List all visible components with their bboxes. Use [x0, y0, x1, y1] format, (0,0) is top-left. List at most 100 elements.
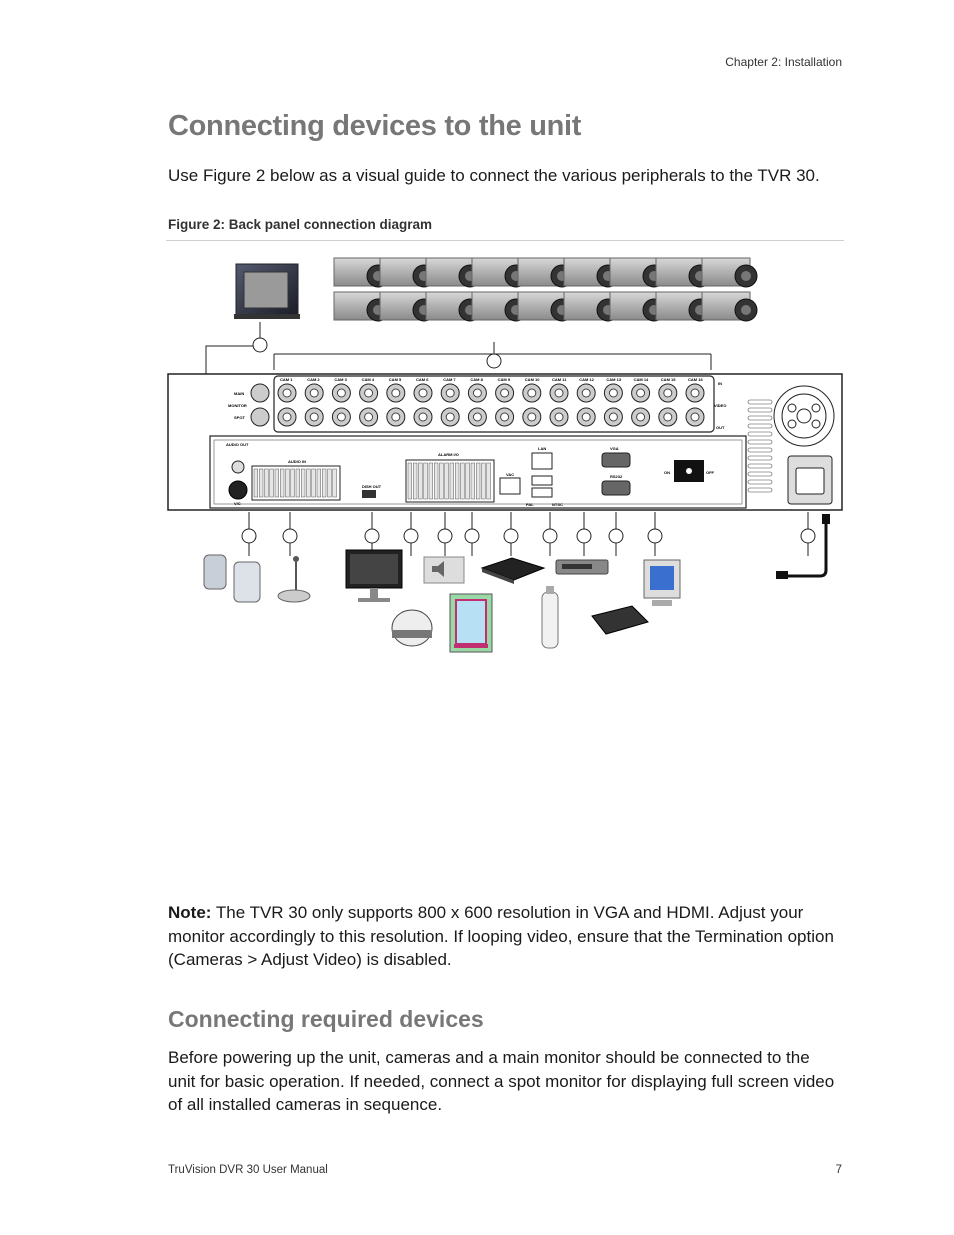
bnc-out-core: [391, 412, 401, 422]
bnc-in-core: [391, 388, 401, 398]
callout-circle: [241, 528, 257, 544]
terminal-pin: [439, 462, 444, 500]
cam-label: CAM 9: [498, 377, 511, 382]
callout-circle: [364, 528, 380, 544]
bnc-in-core: [527, 388, 537, 398]
camera-icon: [425, 291, 482, 322]
note-label: Note:: [168, 903, 212, 922]
cam-label: CAM 3: [334, 377, 347, 382]
label-off: OFF: [706, 470, 715, 475]
vga-monitor-icon: [643, 559, 681, 606]
terminal-pin: [301, 468, 306, 498]
label-monitor: MONITOR: [228, 403, 247, 408]
cam-label: CAM 7: [443, 377, 456, 382]
terminal-pin: [280, 468, 285, 498]
bnc-in-core: [554, 388, 564, 398]
terminal-pin: [259, 468, 264, 498]
vent-slot: [747, 415, 773, 421]
label-main: MAIN: [234, 391, 244, 396]
cam-label: CAM 12: [579, 377, 594, 382]
bnc-in-core: [608, 388, 618, 398]
hdmi-monitor-icon: [345, 549, 403, 602]
cam-label: CAM 10: [525, 377, 540, 382]
bnc-in-core: [636, 388, 646, 398]
vc-jack: [228, 480, 248, 500]
callout-circle: [800, 528, 816, 544]
bnc-main: [250, 383, 270, 403]
terminal-pin: [285, 468, 290, 498]
bnc-in-core: [581, 388, 591, 398]
cam-label: CAM 11: [552, 377, 567, 382]
vent-slot: [747, 471, 773, 477]
bnc-connectors: [250, 383, 705, 427]
vent-slot: [747, 447, 773, 453]
vent-slot: [747, 439, 773, 445]
terminal-pin: [311, 468, 316, 498]
bnc-out-core: [500, 412, 510, 422]
bnc-in-core: [500, 388, 510, 398]
cam-label: CAM 14: [634, 377, 649, 382]
label-audio-in: AUDIO IN: [288, 459, 306, 464]
vent-slot: [747, 455, 773, 461]
callout-cameras: [486, 353, 502, 369]
bnc-out-core: [445, 412, 455, 422]
callout-circle: [608, 528, 624, 544]
figure-caption: Figure 2: Back panel connection diagram: [168, 217, 433, 232]
bnc-out-core: [581, 412, 591, 422]
terminal-pin: [470, 462, 475, 500]
terminal-pin: [274, 468, 279, 498]
label-on: ON: [664, 470, 670, 475]
usb-stick-icon: [541, 586, 559, 649]
vac-port: [499, 477, 521, 495]
vent-slot: [747, 423, 773, 429]
bnc-out-core: [282, 412, 292, 422]
cam-label: CAM 1: [280, 377, 293, 382]
bnc-out-core: [663, 412, 673, 422]
note-text: The TVR 30 only supports 800 x 600 resol…: [168, 903, 834, 969]
label-video: VIDEO: [714, 403, 726, 408]
label-pal: PAL: [526, 502, 534, 507]
intro-text: Use Figure 2 below as a visual guide to …: [168, 166, 820, 185]
power-cord-icon: [776, 514, 830, 579]
hdmi-port: [362, 490, 376, 498]
terminal-blocks: [251, 459, 495, 503]
terminal-pin: [423, 462, 428, 500]
label-vc: V/C: [234, 501, 241, 506]
cam-label: CAM 13: [606, 377, 621, 382]
terminal-pin: [327, 468, 332, 498]
callout-circle: [437, 528, 453, 544]
speakers-icon: [203, 554, 261, 603]
bottom-callouts: [241, 512, 816, 556]
usb-port-1: [531, 475, 553, 486]
bnc-out-core: [554, 412, 564, 422]
label-in: IN: [718, 381, 722, 386]
audio-out-jack: [231, 460, 245, 474]
bnc-out-core: [364, 412, 374, 422]
callout-monitor: [252, 337, 268, 353]
bnc-in-core: [418, 388, 428, 398]
terminal-pin: [253, 468, 258, 498]
bnc-out-core: [527, 412, 537, 422]
bnc-out-core: [336, 412, 346, 422]
terminal-pin: [332, 468, 337, 498]
label-alarm: ALARM I/O: [438, 452, 459, 457]
terminal-pin: [290, 468, 295, 498]
vent-slot: [747, 431, 773, 437]
terminal-pin: [316, 468, 321, 498]
keyboard-controller-icon: [555, 559, 609, 575]
terminal-pin: [449, 462, 454, 500]
bnc-in-core: [364, 388, 374, 398]
footer-manual-title: TruVision DVR 30 User Manual: [168, 1164, 328, 1176]
bnc-in-core: [445, 388, 455, 398]
bnc-out-core: [472, 412, 482, 422]
chapter-header: Chapter 2: Installation: [725, 55, 842, 69]
caption-rule: [166, 240, 844, 241]
terminal-pin: [434, 462, 439, 500]
vent-slots: [747, 399, 773, 493]
terminal-pin: [428, 462, 433, 500]
cam-label: CAM 16: [688, 377, 703, 382]
bnc-out-core: [608, 412, 618, 422]
lan-port: [531, 452, 553, 470]
bnc-out-core: [418, 412, 428, 422]
